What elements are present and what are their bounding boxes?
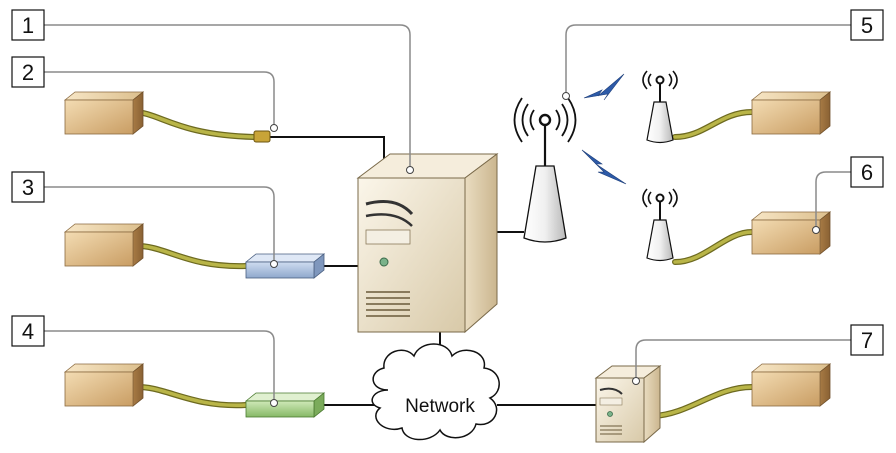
wireless-antenna-icon xyxy=(513,97,577,243)
network-label: Network xyxy=(405,396,475,417)
device-box-icon xyxy=(751,91,831,135)
callout-7: 7 xyxy=(850,324,884,356)
wireless-antenna-icon xyxy=(642,70,678,144)
lightning-icon xyxy=(581,149,627,185)
network-cloud-icon: Network xyxy=(371,343,500,441)
device-box-icon xyxy=(64,363,144,407)
server-tower-icon xyxy=(594,365,662,444)
callout-5: 5 xyxy=(850,9,884,41)
usb-link-line xyxy=(270,136,385,160)
server-tower-icon xyxy=(356,153,499,334)
wireless-antenna-icon xyxy=(642,188,678,262)
callout-6: 6 xyxy=(850,156,884,188)
callout-label: 1 xyxy=(22,13,34,38)
lightning-icon xyxy=(583,73,625,101)
usb-connector-icon xyxy=(253,130,271,143)
serial-adapter-icon xyxy=(244,253,326,279)
callout-label: 3 xyxy=(22,175,34,200)
callout-2: 2 xyxy=(11,56,45,88)
callout-1: 1 xyxy=(11,9,45,41)
callout-label: 4 xyxy=(22,319,34,344)
callout-label: 2 xyxy=(22,60,34,85)
callout-label: 5 xyxy=(861,13,873,38)
callout-label: 7 xyxy=(861,328,873,353)
callout-3: 3 xyxy=(11,171,45,203)
device-box-icon xyxy=(751,363,831,407)
callout-4: 4 xyxy=(11,315,45,347)
callout-dots xyxy=(270,92,820,407)
device-box-icon xyxy=(64,223,144,267)
callout-leaders xyxy=(44,24,851,403)
device-box-icon xyxy=(64,91,144,135)
callout-label: 6 xyxy=(861,160,873,185)
network-adapter-icon xyxy=(244,392,326,418)
